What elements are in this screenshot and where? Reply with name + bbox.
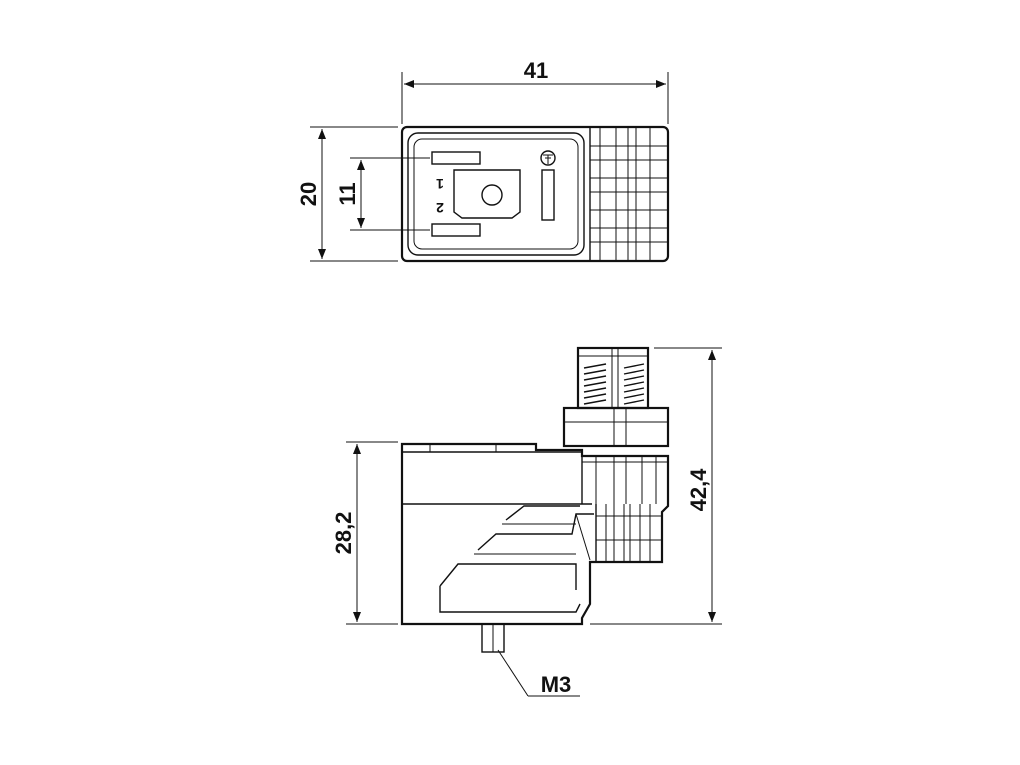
ground-slot <box>541 169 555 221</box>
ground-symbol-icon <box>540 150 556 166</box>
dim-pin-spacing: 11 <box>335 157 430 231</box>
center-block <box>453 169 521 219</box>
dim-top-width-label: 41 <box>524 58 548 83</box>
side-view-body <box>400 442 670 626</box>
dim-top-height: 20 <box>296 126 398 262</box>
dim-top-width: 41 <box>401 58 669 124</box>
dim-pin-spacing-label: 11 <box>335 182 360 205</box>
pin2-slot <box>431 223 481 237</box>
cable-outlet <box>439 505 594 613</box>
pin1-slot <box>431 151 481 165</box>
side-view-ribs <box>581 456 668 562</box>
dim-side-body-height: 28,2 <box>331 441 398 625</box>
top-view-housing <box>400 125 670 263</box>
top-view-face <box>407 132 585 256</box>
side-view: M3 28,2 42,4 <box>331 346 722 697</box>
top-view: 1 2 41 20 11 <box>296 58 670 263</box>
dim-side-total-height: 42,4 <box>590 347 722 625</box>
pin2-label: 2 <box>436 200 444 216</box>
center-screw <box>481 184 503 206</box>
dim-side-body-height-label: 28,2 <box>331 512 356 555</box>
top-view-ribs <box>589 127 668 261</box>
pin1-label: 1 <box>436 176 444 192</box>
m3-screw: M3 <box>481 623 580 697</box>
top-connector <box>562 346 670 448</box>
thread-label: M3 <box>541 672 572 697</box>
dim-side-total-height-label: 42,4 <box>686 468 711 512</box>
dim-top-height-label: 20 <box>296 182 321 206</box>
